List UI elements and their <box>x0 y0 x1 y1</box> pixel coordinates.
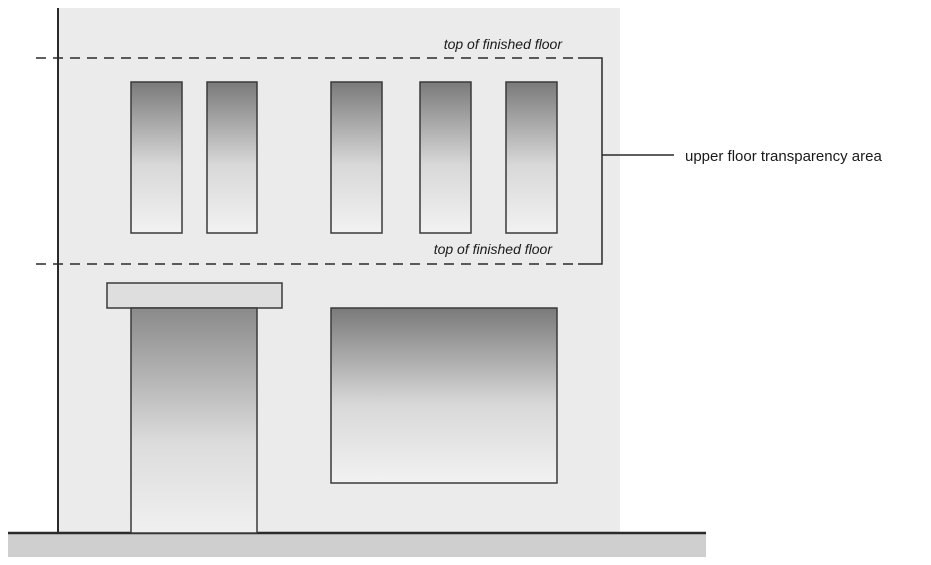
upper-window-1 <box>130 81 183 234</box>
storefront-window <box>330 307 558 484</box>
upper-window-4 <box>419 81 472 234</box>
transparency-bracket <box>578 57 603 265</box>
upper-window-5 <box>505 81 558 234</box>
upper-window-3 <box>330 81 383 234</box>
entry-door <box>130 307 258 534</box>
ground-strip <box>8 533 706 557</box>
upper-level-label: top of finished floor <box>444 36 564 52</box>
transparency-callout-label: upper floor transparency area <box>685 148 882 165</box>
lower-level-label: top of finished floor <box>434 241 554 257</box>
door-canopy <box>106 282 283 309</box>
upper-window-2 <box>206 81 258 234</box>
